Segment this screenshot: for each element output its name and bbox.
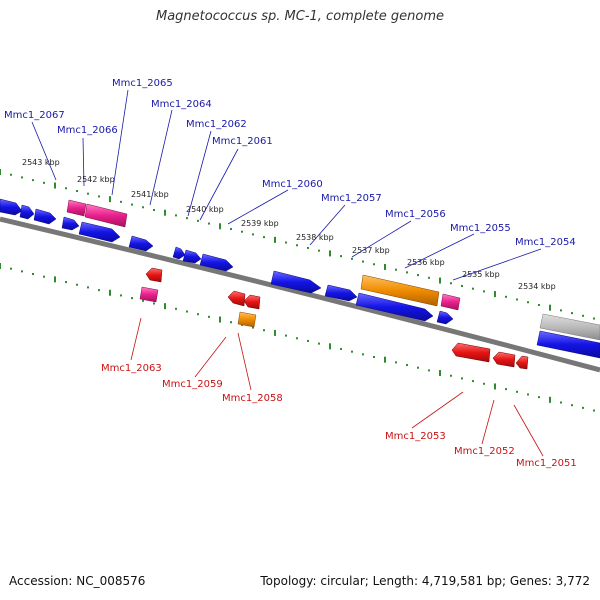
inner-tick-rail xyxy=(0,263,595,412)
forward-gene-label: Mmc1_2064 xyxy=(151,99,212,110)
forward-gene-label: Mmc1_2066 xyxy=(57,125,118,136)
forward-gene[interactable] xyxy=(19,204,35,220)
kbp-label-2535: 2535 kbp xyxy=(462,270,500,279)
reverse-gene[interactable] xyxy=(243,294,261,310)
forward-gene[interactable] xyxy=(61,216,80,231)
forward-gene[interactable] xyxy=(182,249,202,264)
map-title: Magnetococcus sp. MC-1, complete genome xyxy=(155,9,445,24)
forward-gene-orange[interactable] xyxy=(360,274,440,307)
accession-text: Accession: NC_008576 xyxy=(9,574,146,588)
reverse-gene-label: Mmc1_2059 xyxy=(162,379,223,390)
reverse-gene[interactable] xyxy=(145,267,163,283)
kbp-label-2540: 2540 kbp xyxy=(186,205,224,214)
forward-gene-label: Mmc1_2061 xyxy=(212,136,273,147)
forward-gene[interactable] xyxy=(0,198,23,216)
forward-gene-label: Mmc1_2067 xyxy=(4,110,65,121)
forward-gene-pink[interactable] xyxy=(440,293,461,311)
forward-leader-lines xyxy=(31,89,542,281)
forward-gene[interactable] xyxy=(172,246,186,260)
kbp-label-2538: 2538 kbp xyxy=(296,233,334,242)
reverse-gene-orange[interactable] xyxy=(237,311,257,328)
forward-gene[interactable] xyxy=(536,330,600,359)
forward-gene-label: Mmc1_2057 xyxy=(321,193,382,204)
kbp-label-2537: 2537 kbp xyxy=(352,246,390,255)
forward-gene[interactable] xyxy=(199,253,234,272)
forward-gene[interactable] xyxy=(33,208,57,225)
reverse-gene[interactable] xyxy=(451,342,491,363)
forward-gene-label: Mmc1_2060 xyxy=(262,179,323,190)
forward-gene[interactable] xyxy=(324,284,358,302)
forward-gene-label: Mmc1_2054 xyxy=(515,237,576,248)
kbp-label-2542: 2542 kbp xyxy=(77,175,115,184)
kbp-label-2543: 2543 kbp xyxy=(22,158,60,167)
genome-backbone xyxy=(0,216,600,373)
kbp-label-2534: 2534 kbp xyxy=(518,282,556,291)
kbp-label-2536: 2536 kbp xyxy=(407,258,445,267)
forward-gene-grey[interactable] xyxy=(539,313,600,341)
forward-gene-label: Mmc1_2056 xyxy=(385,209,446,220)
forward-gene-label: Mmc1_2062 xyxy=(186,119,247,130)
forward-gene-pink[interactable] xyxy=(66,199,87,217)
forward-gene[interactable] xyxy=(355,292,434,322)
reverse-gene[interactable] xyxy=(515,355,529,370)
forward-gene-label: Mmc1_2065 xyxy=(112,78,173,89)
reverse-leader-lines xyxy=(130,317,544,457)
reverse-gene-label: Mmc1_2058 xyxy=(222,393,283,404)
outer-tick-rail xyxy=(0,169,595,320)
forward-gene[interactable] xyxy=(436,310,454,325)
reverse-gene-label: Mmc1_2063 xyxy=(101,363,162,374)
reverse-gene-pink[interactable] xyxy=(139,286,159,303)
reverse-gene[interactable] xyxy=(492,351,516,368)
forward-gene[interactable] xyxy=(78,221,121,243)
reverse-gene-label: Mmc1_2052 xyxy=(454,446,515,457)
forward-gene[interactable] xyxy=(128,235,154,252)
reverse-gene-label: Mmc1_2051 xyxy=(516,458,577,469)
forward-gene-pink[interactable] xyxy=(84,203,128,228)
kbp-label-2539: 2539 kbp xyxy=(241,219,279,228)
forward-gene[interactable] xyxy=(270,270,322,294)
kbp-label-2541: 2541 kbp xyxy=(131,190,169,199)
reverse-gene[interactable] xyxy=(227,290,246,307)
genome-stats-text: Topology: circular; Length: 4,719,581 bp… xyxy=(260,574,590,588)
reverse-gene-label: Mmc1_2053 xyxy=(385,431,446,442)
forward-gene-label: Mmc1_2055 xyxy=(450,223,511,234)
